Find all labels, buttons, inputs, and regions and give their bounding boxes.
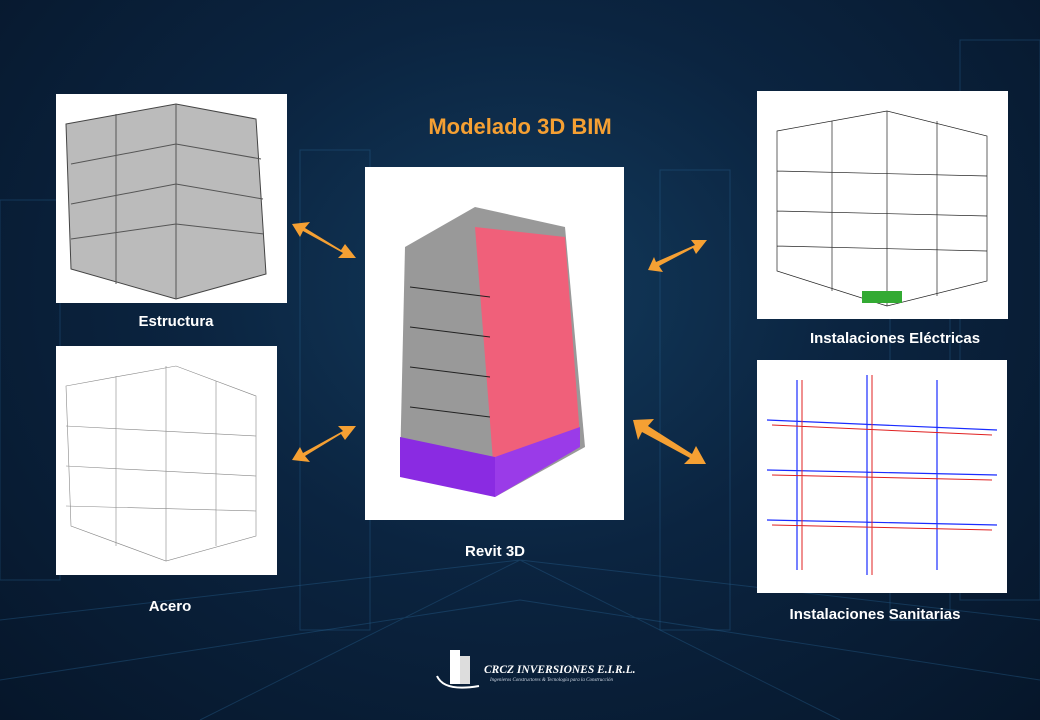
acero-label: Acero (148, 598, 192, 615)
acero-image (56, 346, 277, 575)
logo-subtitle: Ingenieros Constructores & Tecnología pa… (490, 678, 614, 683)
double-arrow-icon (292, 426, 356, 462)
electricas-label: Instalaciones Eléctricas (809, 330, 981, 347)
sanitarias-image (757, 360, 1007, 593)
building-logo-icon (436, 650, 480, 689)
company-logo: CRCZ INVERSIONES E.I.R.L. Ingenieros Con… (434, 646, 635, 692)
estructura-image (56, 94, 287, 303)
revit-label: Revit 3D (464, 543, 526, 560)
sanitarias-label: Instalaciones Sanitarias (789, 606, 961, 623)
double-arrow-icon (292, 222, 356, 258)
page-title: Modelado 3D BIM (428, 114, 612, 139)
double-arrow-icon (648, 240, 707, 272)
double-arrow-icon (633, 419, 706, 464)
revit-image (365, 167, 624, 520)
estructura-label: Estructura (138, 313, 214, 330)
electricas-image (757, 91, 1008, 319)
logo-company-name: CRCZ INVERSIONES E.I.R.L. (484, 664, 636, 676)
